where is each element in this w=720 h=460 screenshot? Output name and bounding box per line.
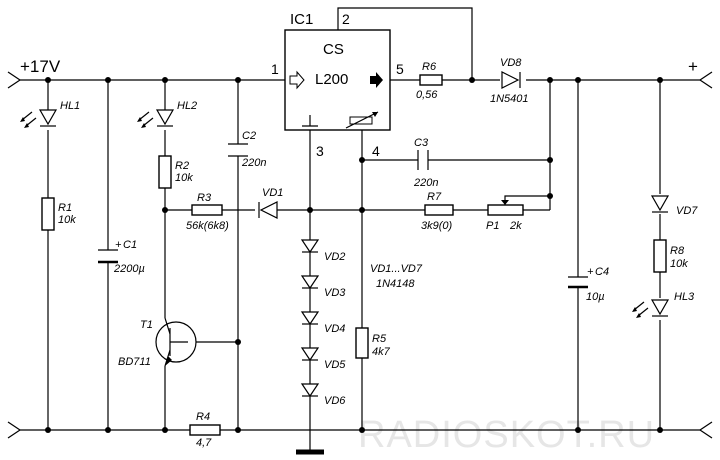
hl1-label: HL1 [60, 100, 80, 112]
ic-input-arrow-icon [289, 70, 305, 90]
r7-resistor [424, 204, 454, 216]
r5-label: R5 [372, 333, 387, 345]
r3-value: 56k(6k8) [186, 220, 229, 232]
vd8-type: 1N5401 [490, 93, 529, 105]
ic-name: L200 [315, 71, 348, 88]
vd8-label: VD8 [500, 57, 522, 69]
watermark: RADIOSKOT.RU [358, 414, 655, 456]
c2-value: 220n [241, 157, 266, 169]
ic-cs-label: CS [323, 41, 344, 58]
vd5-diode [300, 347, 320, 362]
hl3-led [632, 299, 670, 318]
r8-label: R8 [670, 245, 685, 257]
r7-value: 3k9(0) [421, 220, 453, 232]
c4-value: 10µ [586, 291, 605, 303]
wiring [20, 7, 700, 455]
t1-label: T1 [140, 319, 153, 331]
c3-capacitor [417, 150, 429, 170]
output-plus-label: + [688, 57, 698, 76]
p1-label: P1 [486, 220, 499, 232]
r8-resistor [653, 239, 667, 273]
ic-pin-2: 2 [342, 11, 350, 27]
vd6-diode [300, 383, 320, 398]
r4-value: 4,7 [196, 437, 212, 449]
r5-value: 4k7 [372, 346, 391, 358]
r6-value: 0,56 [416, 89, 438, 101]
c3-value: 220n [413, 177, 438, 189]
r2-label: R2 [175, 160, 189, 172]
vd2-diode [300, 239, 320, 254]
junction-dots [45, 77, 663, 433]
input-terminal [7, 71, 22, 439]
p1-value: 2k [509, 220, 522, 232]
vd2-label: VD2 [324, 251, 345, 263]
ic-ground-icon [302, 115, 318, 127]
vd4-diode [300, 311, 320, 326]
r3-resistor [191, 204, 223, 216]
ic-output-arrow-icon [370, 72, 383, 88]
vd5-label: VD5 [324, 359, 346, 371]
c1-polarity: + [115, 239, 122, 251]
vd4-label: VD4 [324, 323, 345, 335]
c1-label: C1 [123, 239, 137, 251]
c3-label: C3 [414, 137, 429, 149]
ic-ref-label: IC1 [290, 11, 313, 28]
c4-label: C4 [595, 266, 609, 278]
vd1-label: VD1 [262, 187, 283, 199]
r4-resistor [189, 424, 221, 436]
r2-value: 10k [175, 172, 193, 184]
c1-capacitor [98, 249, 118, 264]
hl2-label: HL2 [177, 100, 197, 112]
vd3-diode [300, 275, 320, 290]
r7-label: R7 [427, 191, 442, 203]
r6-label: R6 [422, 61, 437, 73]
vd7-diode [650, 195, 670, 213]
input-voltage-label: +17V [20, 57, 61, 76]
c1-value: 2200µ [113, 263, 145, 275]
c2-capacitor [228, 143, 248, 157]
r3-label: R3 [197, 192, 212, 204]
r5-resistor [355, 327, 369, 359]
vd3-label: VD3 [324, 287, 346, 299]
vd8-diode [501, 71, 521, 89]
hl2-led [137, 109, 175, 128]
c4-capacitor [568, 276, 588, 289]
diodes-note: VD1...VD7 [370, 263, 423, 275]
c2-label: C2 [242, 130, 256, 142]
ic-pin-1: 1 [271, 61, 279, 77]
c4-polarity: + [587, 266, 594, 278]
hl1-led [20, 109, 58, 128]
r8-value: 10k [670, 258, 688, 270]
vd1-diode [258, 201, 278, 219]
r1-resistor [41, 197, 55, 231]
r6-resistor [419, 74, 443, 86]
t1-type: BD711 [118, 356, 151, 368]
r1-label: R1 [58, 202, 72, 214]
light-emission-icon [21, 111, 37, 127]
vd6-label: VD6 [324, 395, 346, 407]
ic1-l200: CS L200 [284, 29, 391, 131]
ic-pin-3: 3 [316, 143, 324, 159]
ic-adjust-icon [345, 111, 379, 129]
light-emission-icon [633, 301, 649, 317]
light-emission-icon [138, 111, 154, 127]
ic-pin-5: 5 [396, 61, 404, 77]
diodes-type-note: 1N4148 [376, 278, 415, 290]
vd7-label: VD7 [676, 205, 698, 217]
hl3-label: HL3 [674, 291, 695, 303]
p1-potentiometer [487, 200, 524, 216]
r2-resistor [158, 155, 172, 189]
output-terminal [698, 71, 713, 439]
r1-value: 10k [58, 214, 76, 226]
t1-transistor [155, 317, 197, 367]
ic-pin-4: 4 [372, 143, 380, 159]
r4-label: R4 [196, 411, 210, 423]
